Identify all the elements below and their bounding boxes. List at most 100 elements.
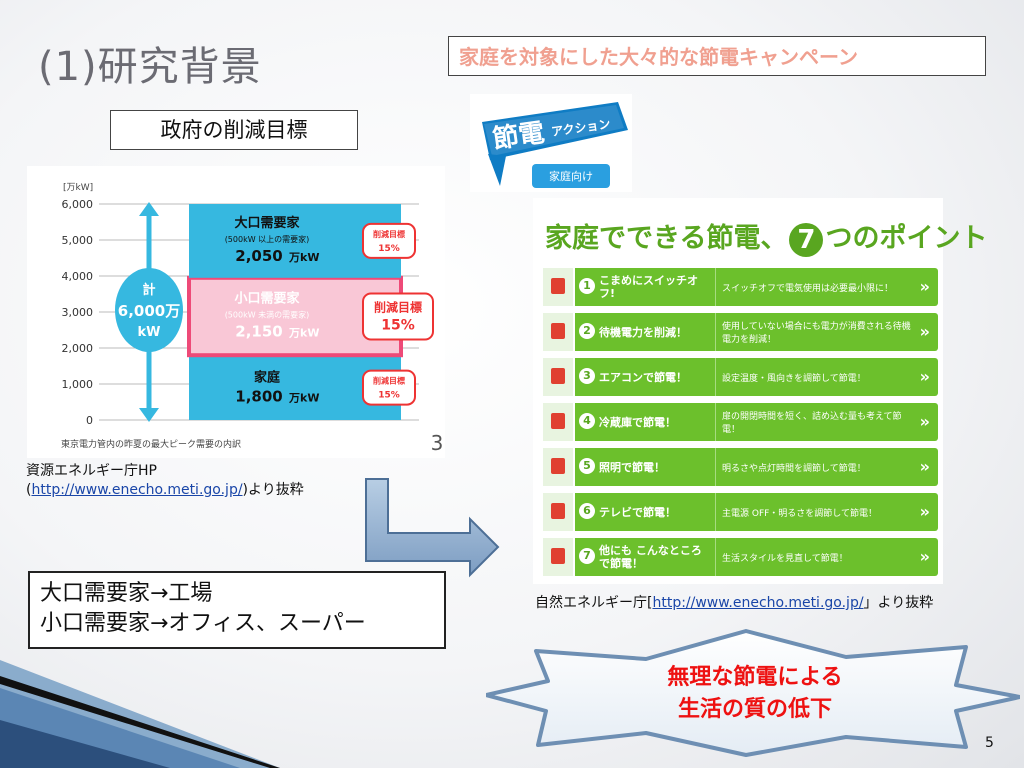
- point-row[interactable]: 4 冷蔵庫で節電！ 扉の開閉時間を短く、詰め込む量も考えて節電！ »: [543, 403, 938, 441]
- segment-subtitle: (500kW 未満の需要家): [225, 310, 310, 320]
- segment-name: 家庭: [254, 370, 281, 386]
- point-label: 待機電力を削減！: [599, 325, 687, 339]
- chart-caption: 東京電力管内の昨夏の最大ピーク需要の内訳: [61, 438, 241, 450]
- peak-demand-chart: [万kW] 6,000 5,000 4,000 3,000 2,000 1,000 0 家庭 1,…: [27, 166, 445, 458]
- logo-tag-text: 家庭向け: [549, 169, 593, 183]
- points-header-after: つのポイント: [825, 223, 988, 254]
- segment-subtitle: (500kW 以上の需要家): [225, 234, 310, 244]
- point-label: 照明で節電！: [599, 460, 665, 474]
- source-2-link[interactable]: http://www.enecho.meti.go.jp/: [652, 595, 864, 611]
- segment-value: 1,800: [235, 388, 282, 406]
- point-number: 2: [579, 323, 595, 339]
- point-description: スイッチオフで電気使用は必要最小限に！: [715, 268, 918, 306]
- point-description: 主電源 OFF・明るさを調節して節電！: [715, 493, 918, 531]
- point-row[interactable]: 2 待機電力を削減！ 使用していない場合にも電力が消費される待機電力を削減！ »: [543, 313, 938, 351]
- source-1-link[interactable]: http://www.enecho.meti.go.jp/: [31, 482, 243, 498]
- corner-decoration: [0, 660, 280, 768]
- target-badge-label: 削減目標: [374, 300, 422, 315]
- customer-definition-box: 大口需要家→工場 小口需要家→オフィス、スーパー: [28, 571, 446, 649]
- point-row[interactable]: 1 こまめにスイッチオフ! スイッチオフで電気使用は必要最小限に！ »: [543, 268, 938, 306]
- y-tick-label: 6,000: [62, 198, 94, 211]
- target-badge-label: 削減目標: [373, 376, 405, 386]
- point-illustration: [543, 493, 575, 531]
- total-bubble: [115, 268, 183, 352]
- point-row[interactable]: 5 照明で節電！ 明るさや点灯時間を調節して節電！ »: [543, 448, 938, 486]
- warning-banner: [486, 629, 1020, 757]
- point-label: エアコンで節電！: [599, 370, 687, 384]
- small-customer-line: 小口需要家→オフィス、スーパー: [40, 611, 366, 636]
- y-tick-label: 0: [86, 414, 93, 427]
- y-tick-label: 1,000: [62, 378, 94, 391]
- chart-svg: [万kW] 6,000 5,000 4,000 3,000 2,000 1,000 0 家庭 1,…: [61, 183, 444, 455]
- government-target-heading: 政府の削減目標: [110, 110, 358, 150]
- point-number: 6: [579, 503, 595, 519]
- total-label-1: 計: [142, 282, 155, 298]
- page-number: 5: [985, 735, 994, 751]
- point-description: 明るさや点灯時間を調節して節電！: [715, 448, 918, 486]
- target-badge-value: 15%: [381, 318, 415, 334]
- segment-unit: 万kW: [288, 392, 319, 405]
- points-header-number: 7: [789, 222, 824, 257]
- segment-name: 大口需要家: [234, 215, 300, 231]
- point-row[interactable]: 7 他にも こんなところで節電！ 生活スタイルを見直して節電！ »: [543, 538, 938, 576]
- source-1-suffix: )より抜粋: [242, 482, 304, 498]
- source-1-name: 資源エネルギー庁HP: [26, 463, 157, 479]
- target-badge-value: 15%: [378, 391, 400, 401]
- chevron-right-icon: »: [919, 547, 930, 566]
- warning-line-1: 無理な節電による: [667, 665, 843, 690]
- point-label: こまめにスイッチオフ!: [599, 274, 698, 300]
- total-arrow-head-down: [139, 408, 159, 422]
- y-tick-label: 3,000: [62, 306, 94, 319]
- segment-name: 小口需要家: [234, 291, 300, 307]
- point-illustration: [543, 313, 575, 351]
- campaign-heading: 家庭を対象にした大々的な節電キャンペーン: [448, 36, 986, 76]
- point-illustration: [543, 403, 575, 441]
- point-label: 冷蔵庫で節電！: [599, 415, 676, 429]
- chevron-right-icon: »: [919, 502, 930, 521]
- large-customer-line: 大口需要家→工場: [40, 581, 213, 606]
- y-tick-label: 2,000: [62, 342, 94, 355]
- chevron-right-icon: »: [919, 412, 930, 431]
- point-illustration: [543, 358, 575, 396]
- point-illustration: [543, 448, 575, 486]
- point-description: 設定温度・風向きを調節して節電！: [715, 358, 918, 396]
- point-description: 使用していない場合にも電力が消費される待機電力を削減！: [715, 313, 918, 351]
- source-citation-2: 自然エネルギー庁[http://www.enecho.meti.go.jp/」よ…: [535, 592, 933, 612]
- warning-line-2: 生活の質の低下: [677, 697, 832, 722]
- chart-unit-label: [万kW]: [63, 183, 93, 193]
- point-label: 他にも こんなところで節電！: [599, 544, 702, 570]
- point-illustration: [543, 538, 575, 576]
- warning-message: 無理な節電による 生活の質の低下: [600, 662, 910, 726]
- point-description: 扉の開閉時間を短く、詰め込む量も考えて節電！: [715, 403, 918, 441]
- segment-value: 2,150: [235, 323, 282, 341]
- y-tick-label: 4,000: [62, 270, 94, 283]
- point-number: 4: [579, 413, 595, 429]
- target-badge: [362, 222, 416, 259]
- chevron-right-icon: »: [919, 367, 930, 386]
- point-description: 生活スタイルを見直して節電！: [715, 538, 918, 576]
- target-badge: [362, 292, 434, 341]
- y-tick-label: 5,000: [62, 234, 94, 247]
- point-number: 3: [579, 368, 595, 384]
- bent-arrow-icon: [365, 478, 500, 578]
- source-2-suffix: 」より抜粋: [863, 595, 934, 611]
- total-label-2: 6,000万: [118, 302, 180, 320]
- segment-unit: 万kW: [288, 251, 319, 264]
- chart-corner-number: 3: [431, 431, 444, 455]
- point-row[interactable]: 3 エアコンで節電！ 設定温度・風向きを調節して節電！ »: [543, 358, 938, 396]
- point-number: 1: [579, 278, 595, 294]
- chevron-right-icon: »: [919, 457, 930, 476]
- target-badge: [362, 369, 416, 406]
- point-row[interactable]: 6 テレビで節電！ 主電源 OFF・明るさを調節して節電！ »: [543, 493, 938, 531]
- target-badge-label: 削減目標: [373, 229, 405, 239]
- slide-title: (1)研究背景: [38, 44, 262, 90]
- segment-value: 2,050: [235, 247, 282, 265]
- source-1-prefix: (: [26, 482, 32, 498]
- total-arrow-head-up: [139, 202, 159, 216]
- points-header-before: 家庭でできる節電、: [545, 223, 788, 254]
- logo-main-text: 節電: [491, 117, 547, 155]
- source-2-prefix: 自然エネルギー庁[: [535, 595, 653, 611]
- point-illustration: [543, 268, 575, 306]
